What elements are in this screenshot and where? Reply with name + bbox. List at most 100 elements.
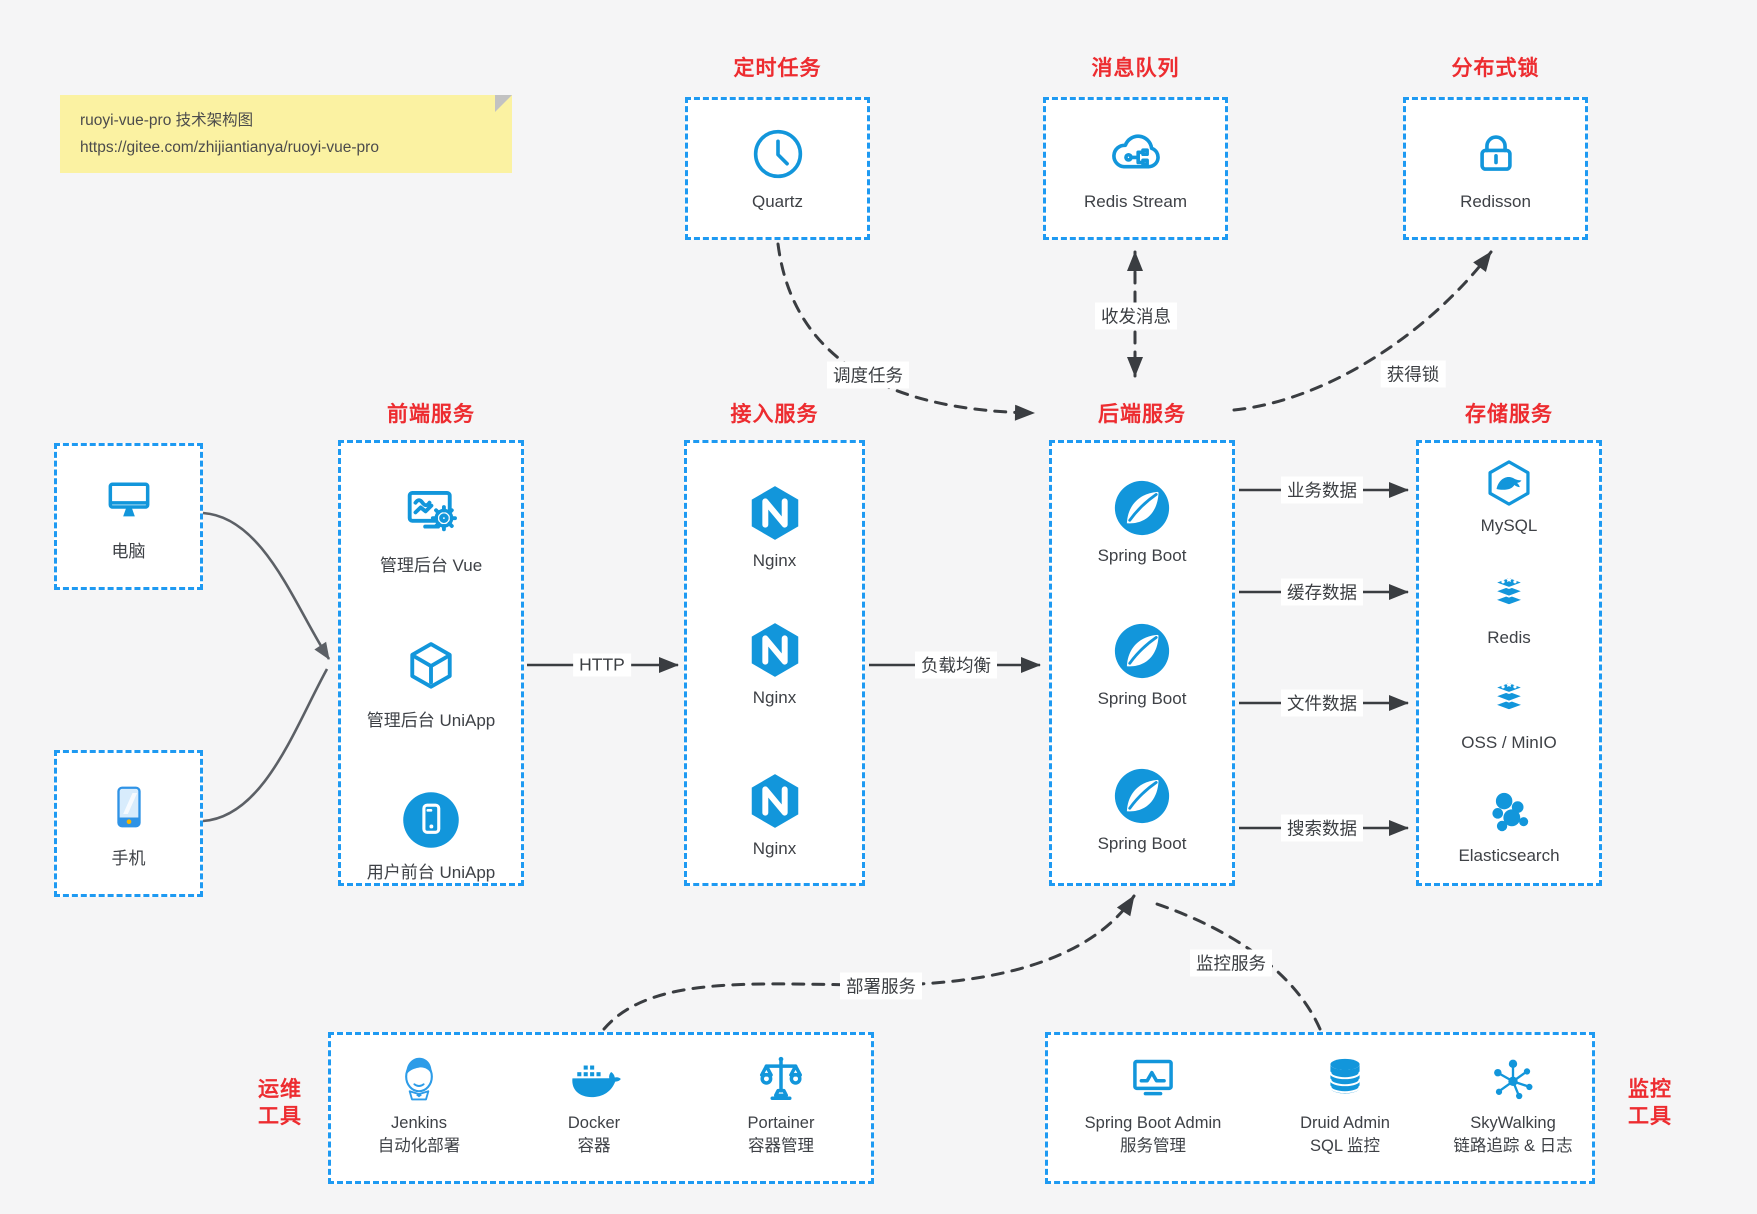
- cloud-share-icon: [1111, 134, 1160, 169]
- node-label: Redis Stream: [1084, 192, 1187, 211]
- backend-node-2: Spring Boot: [1052, 620, 1232, 709]
- mobile-client-box: 手机: [54, 750, 203, 897]
- smartphone-icon: [116, 786, 141, 827]
- monitor-chart-icon: [1133, 1059, 1173, 1096]
- node-label: Redisson: [1460, 192, 1531, 211]
- tool-portainer: Portainer 容器管理: [696, 1051, 866, 1159]
- message-queue-title: 消息队列: [1091, 57, 1180, 80]
- database-icon: [1329, 1058, 1361, 1094]
- ops-tools-box: Jenkins 自动化部署 Docker 容器: [328, 1032, 874, 1184]
- backend-services-title: 后端服务: [1098, 403, 1186, 426]
- edge-mobile-to-frontend: [202, 668, 329, 823]
- tool-desc: SQL 监控: [1310, 1137, 1380, 1156]
- portainer-icon: [760, 1056, 802, 1100]
- edge-label-business-data: 业务数据: [1281, 476, 1363, 504]
- nginx-icon: [751, 774, 798, 828]
- gateway-services-title: 接入服务: [730, 403, 819, 426]
- storage-node-elasticsearch: Elasticsearch: [1419, 787, 1599, 866]
- edge-label-cache-data: 缓存数据: [1281, 578, 1363, 606]
- edge-label-search-data: 搜索数据: [1281, 814, 1363, 842]
- node-label: 用户前台 UniApp: [366, 863, 496, 882]
- admin-vue-icon: [407, 491, 457, 532]
- edge-label-acquire-lock: 获得锁: [1380, 360, 1446, 388]
- node-label: Nginx: [752, 551, 797, 570]
- monitoring-tools-box: Spring Boot Admin 服务管理 Druid Admin SQL 监…: [1045, 1032, 1595, 1184]
- elasticsearch-icon: [1492, 792, 1529, 832]
- tool-desc: 链路追踪 & 日志: [1453, 1137, 1573, 1156]
- tool-docker: Docker 容器: [509, 1051, 679, 1159]
- tool-desc: 容器管理: [748, 1137, 814, 1156]
- gateway-services-box: Nginx Nginx Nginx: [684, 440, 865, 886]
- oss-minio-icon: [1493, 681, 1525, 712]
- docker-icon: [572, 1064, 621, 1098]
- backend-node-1: Spring Boot: [1052, 477, 1232, 566]
- quartz-box: Quartz: [685, 97, 870, 240]
- backend-services-box: Spring Boot Spring Boot Spring Boot: [1049, 440, 1235, 886]
- edge-label-message: 收发消息: [1095, 302, 1177, 330]
- gateway-node-2: Nginx: [687, 619, 862, 708]
- note-url: https://gitee.com/zhijiantianya/ruoyi-vu…: [80, 139, 379, 157]
- node-label: MySQL: [1480, 516, 1538, 535]
- monitoring-tools-label: 监控 工具: [1628, 1078, 1672, 1129]
- tool-name: Spring Boot Admin: [1084, 1114, 1222, 1132]
- edge-label-load-balance: 负载均衡: [915, 651, 997, 679]
- node-label: Quartz: [751, 192, 804, 211]
- distributed-lock-title: 分布式锁: [1451, 57, 1540, 80]
- edge-label-monitor: 监控服务: [1190, 949, 1272, 977]
- storage-node-redis: Redis: [1419, 569, 1599, 648]
- gateway-node-3: Nginx: [687, 770, 862, 859]
- storage-node-oss: OSS / MinIO: [1419, 674, 1599, 753]
- tool-spring-boot-admin: Spring Boot Admin 服务管理: [1058, 1051, 1248, 1159]
- node-label: 电脑: [111, 541, 146, 561]
- tool-name: Druid Admin: [1300, 1114, 1390, 1132]
- storage-services-title: 存储服务: [1465, 403, 1553, 426]
- spring-icon: [1114, 480, 1170, 536]
- node-label: Nginx: [752, 688, 797, 707]
- spring-icon: [1114, 623, 1170, 679]
- tool-skywalking: SkyWalking 链路追踪 & 日志: [1413, 1051, 1613, 1159]
- node-label: Spring Boot: [1097, 834, 1187, 853]
- redis-stream-box: Redis Stream: [1043, 97, 1228, 240]
- tool-name: SkyWalking: [1470, 1114, 1556, 1132]
- edge-acquire-lock: [1232, 250, 1493, 412]
- node-label: 管理后台 UniApp: [366, 711, 496, 730]
- node-label: Spring Boot: [1097, 546, 1187, 565]
- tool-name: Docker: [567, 1114, 621, 1132]
- edge-pc-to-frontend: [202, 511, 331, 660]
- nginx-icon: [751, 486, 798, 540]
- edge-label-http: HTTP: [573, 653, 631, 677]
- tool-druid-admin: Druid Admin SQL 监控: [1250, 1051, 1440, 1159]
- tool-name: Portainer: [747, 1114, 815, 1132]
- redis-icon: [1493, 576, 1525, 607]
- storage-services-box: MySQL Redis OSS / MinIO: [1416, 440, 1602, 886]
- spring-icon: [1114, 768, 1170, 824]
- scheduled-jobs-title: 定时任务: [733, 57, 822, 80]
- clock-icon: [753, 129, 802, 179]
- tool-desc: 自动化部署: [377, 1137, 461, 1156]
- backend-node-3: Spring Boot: [1052, 765, 1232, 854]
- desktop-icon: [108, 482, 149, 516]
- node-label: Spring Boot: [1097, 689, 1187, 708]
- tool-name: Jenkins: [391, 1114, 447, 1132]
- frontend-node-user-uniapp: 用户前台 UniApp: [341, 789, 521, 883]
- lock-icon: [1479, 135, 1512, 171]
- node-label: OSS / MinIO: [1461, 733, 1557, 752]
- frontend-node-admin-uniapp: 管理后台 UniApp: [341, 637, 521, 731]
- frontend-services-title: 前端服务: [387, 403, 475, 426]
- edge-deploy-services: [602, 894, 1136, 1031]
- node-label: Nginx: [752, 839, 797, 858]
- ops-tools-label: 运维 工具: [258, 1078, 302, 1129]
- edge-label-schedule: 调度任务: [827, 361, 909, 389]
- frontend-node-vue: 管理后台 Vue: [341, 482, 521, 576]
- node-label: Redis: [1487, 628, 1531, 647]
- edge-label-file-data: 文件数据: [1281, 689, 1363, 717]
- nginx-icon: [751, 623, 798, 677]
- gateway-node-1: Nginx: [687, 482, 862, 571]
- tool-jenkins: Jenkins 自动化部署: [334, 1051, 504, 1159]
- storage-node-mysql: MySQL: [1419, 457, 1599, 536]
- frontend-services-box: 管理后台 Vue 管理后台 UniApp 用户前台 UniApp: [338, 440, 524, 886]
- tool-desc: 服务管理: [1120, 1137, 1186, 1156]
- node-label: 手机: [111, 848, 146, 868]
- pc-client-box: 电脑: [54, 443, 203, 590]
